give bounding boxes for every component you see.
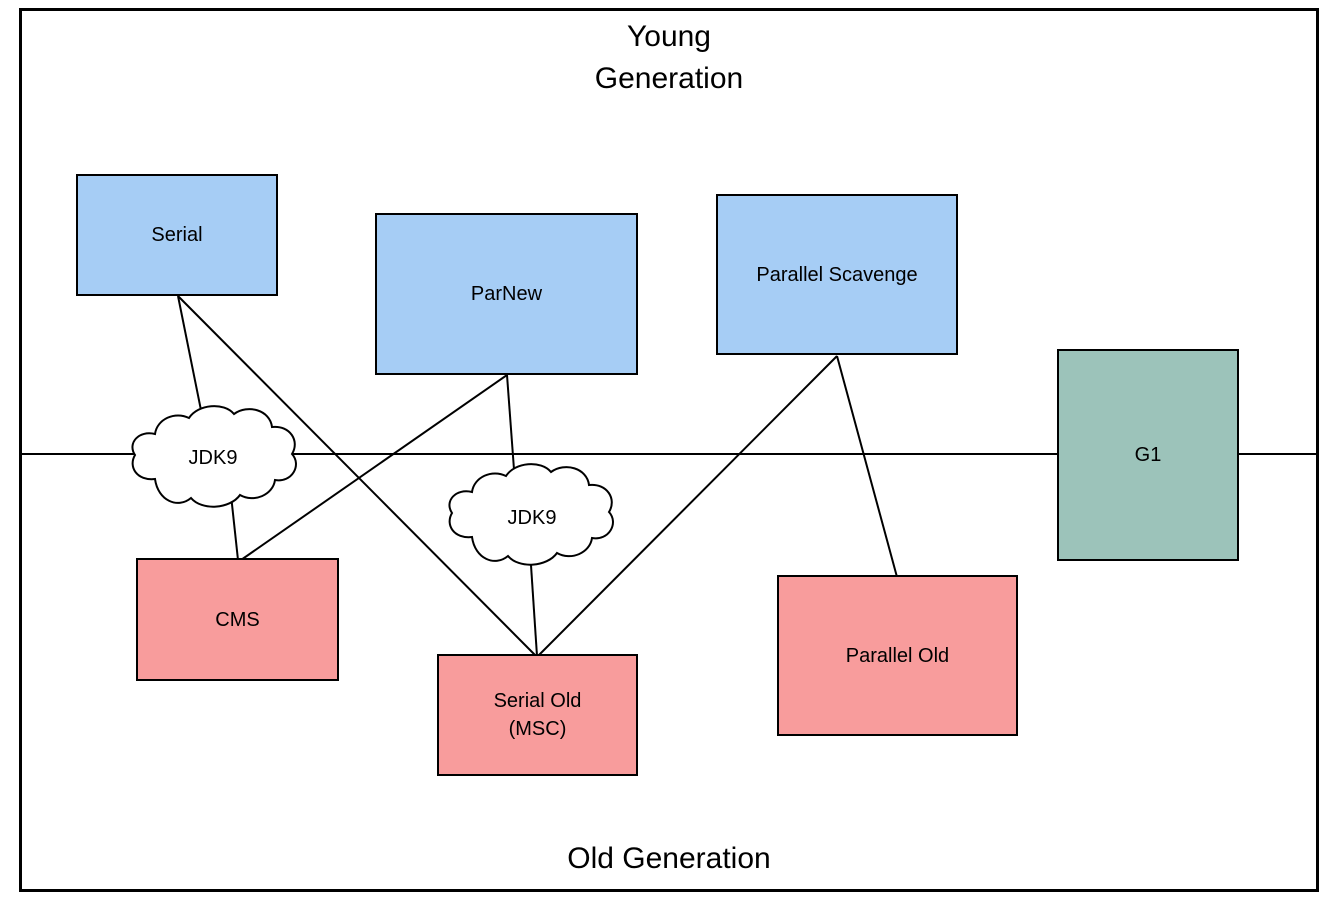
node-g1: G1 — [1057, 349, 1239, 561]
young-generation-title-line2: Generation — [594, 62, 744, 95]
node-serial-old: Serial Old (MSC) — [437, 654, 638, 776]
edge-parallel-scavenge-to-parallel-old — [836, 355, 898, 578]
edge-serial-to-serial-old — [177, 295, 537, 657]
young-generation-title-line1: Young — [627, 20, 711, 53]
node-parnew-label: ParNew — [470, 283, 543, 305]
node-parallel-old: Parallel Old — [777, 575, 1018, 736]
edge-parallel-scavenge-to-serial-old — [537, 355, 838, 657]
node-serial: Serial — [76, 174, 278, 296]
edge-jdk9-left-to-cms — [230, 494, 239, 561]
node-cms: CMS — [136, 558, 339, 681]
node-parallel-scavenge: Parallel Scavenge — [716, 194, 958, 355]
young-generation-title: Young Generation — [0, 16, 1338, 100]
node-g1-label: G1 — [1134, 444, 1162, 466]
node-parallel-scavenge-label: Parallel Scavenge — [756, 263, 918, 286]
edge-parnew-to-cms — [240, 374, 508, 561]
diagram-frame — [19, 8, 1319, 892]
node-serial-label: Serial — [151, 224, 203, 246]
jdk9-cloud-center-label: JDK9 — [507, 507, 557, 529]
jdk9-cloud-left-label: JDK9 — [188, 447, 238, 469]
node-cms-label: CMS — [215, 608, 260, 631]
old-generation-title: Old Generation — [567, 842, 771, 875]
jdk9-cloud-left — [131, 405, 297, 508]
jdk9-cloud-center — [448, 463, 614, 566]
node-parnew: ParNew — [375, 213, 638, 375]
node-serial-old-label: Serial Old — [493, 690, 582, 712]
node-parallel-old-label: Parallel Old — [845, 644, 950, 667]
node-serial-old-sublabel: (MSC) — [508, 718, 567, 740]
